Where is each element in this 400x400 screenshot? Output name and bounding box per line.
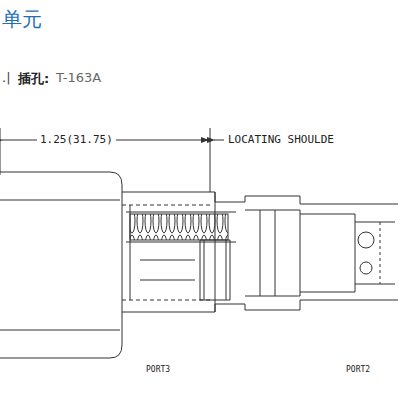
heading: 单元 [2,6,42,33]
port-label: PORT3 [146,365,170,374]
field-label: 插孔: [18,70,49,88]
dimension-lines [0,128,224,192]
separator: .| [2,70,11,85]
dimension-text: 1.25(31.75) [40,133,113,146]
dimension-text: LOCATING SHOULDE [228,133,334,146]
valve-body [0,172,398,358]
port-label: PORT2 [346,365,370,374]
cavity-code: T-163A [56,70,101,85]
